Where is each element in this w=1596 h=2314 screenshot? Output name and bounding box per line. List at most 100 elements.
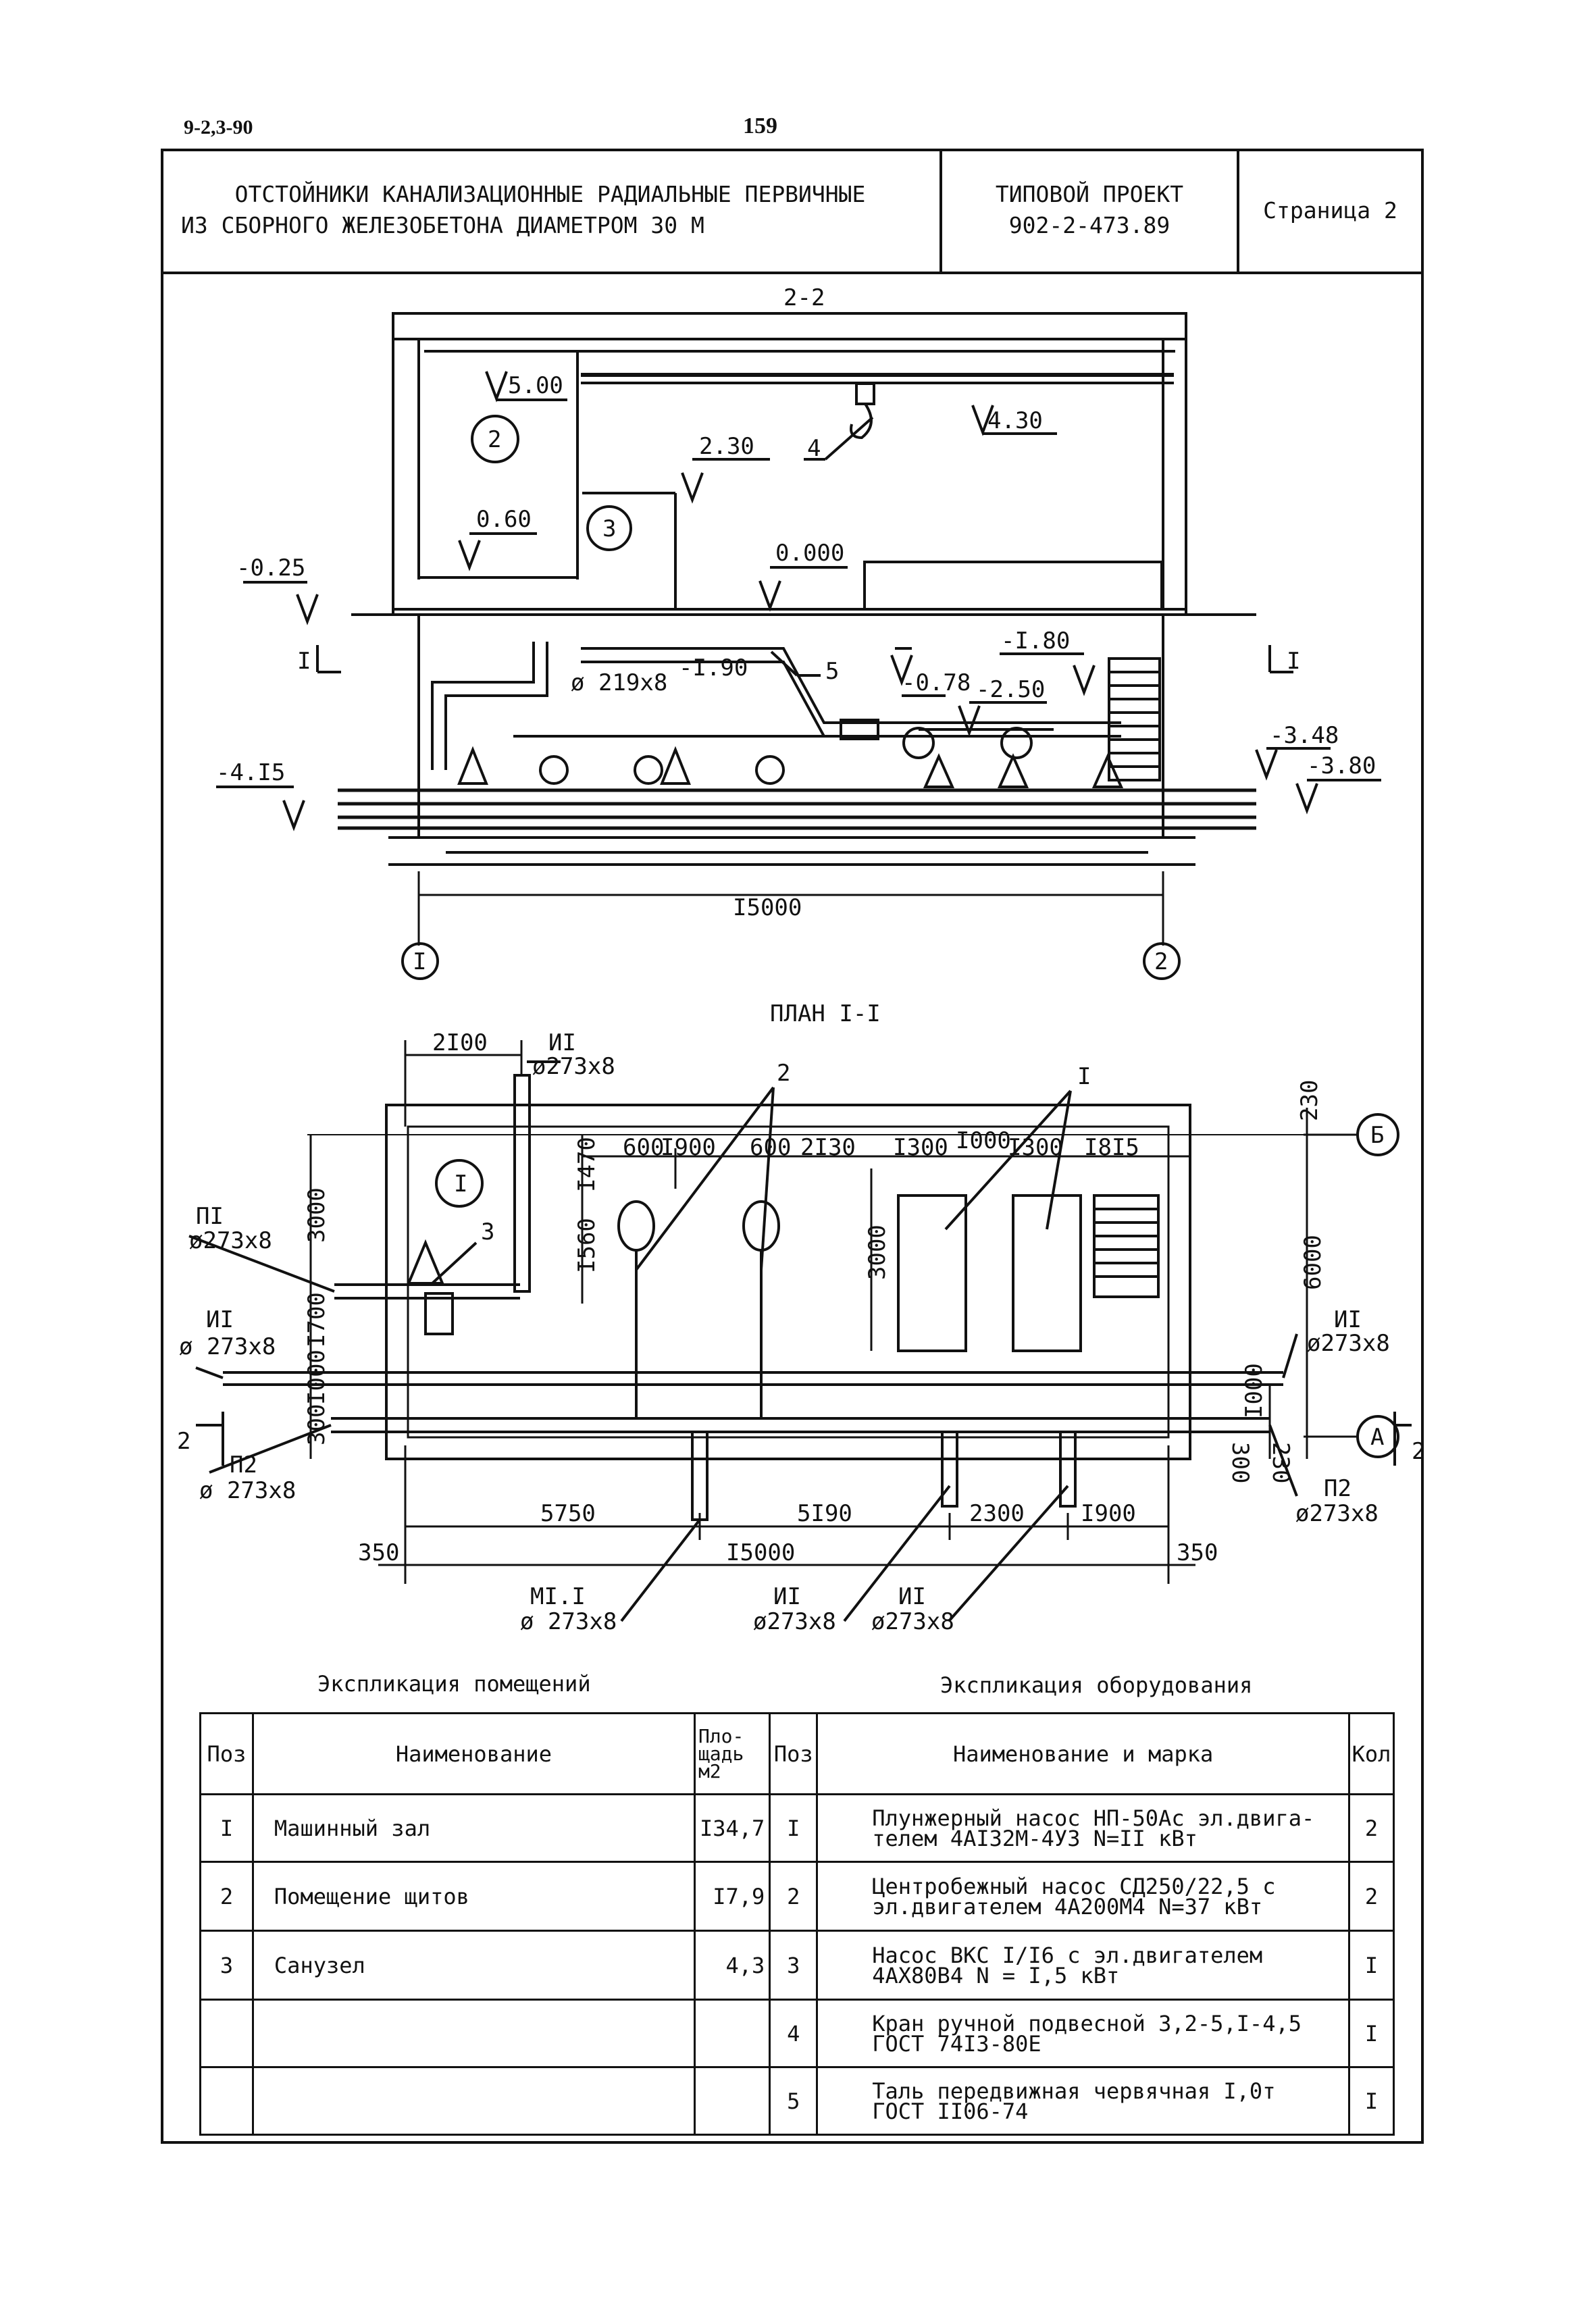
mark-minus-3-80: -3.80 <box>1307 752 1376 779</box>
item-label-4: 4 <box>807 435 821 462</box>
dim-1900: I900 <box>661 1134 716 1161</box>
dim-350-left: 350 <box>358 1539 399 1566</box>
explication-table: Поз Наименование Пло- щадь м2 Поз Наимен… <box>199 1712 1395 2136</box>
equipment-table-caption: Экспликация оборудования <box>940 1672 1253 1698</box>
pipe-i1-left-size: ø 273x8 <box>179 1333 276 1360</box>
dim-right-6000: 6000 <box>1299 1235 1327 1290</box>
room-pos <box>199 1999 254 2068</box>
equip-name: Насос ВКС I/I6 с эл.двигателем 4АХ80В4 N… <box>816 1930 1350 2001</box>
dim-inner-1560: I560 <box>573 1218 600 1273</box>
title-line1: ОТСТОЙНИКИ КАНАЛИЗАЦИОННЫЕ РАДИАЛЬНЫЕ ПЕ… <box>234 181 866 207</box>
equip-name-l1: Центробежный насос СД250/22,5 с <box>872 1873 1276 1899</box>
pipe-i1-left-name: ИI <box>206 1306 234 1333</box>
pipe-p2-right-name: П2 <box>1324 1475 1352 1502</box>
pipe-i1-top-name: ИI <box>548 1029 576 1056</box>
pipe-i1-b1-size: ø273x8 <box>753 1608 836 1635</box>
room-pos: 3 <box>199 1930 254 2001</box>
equip-name: Кран ручной подвесной 3,2-5,I-4,5 ГОСТ 7… <box>816 1999 1350 2068</box>
pipe-m1-size: ø 273x8 <box>520 1608 617 1635</box>
sheet-frame <box>161 149 1424 2144</box>
equip-header-qty: Кол <box>1348 1712 1395 1795</box>
table-row: 2 Помещение щитов I7,9 2 Центробежный на… <box>199 1861 1395 1932</box>
dim-right-230b: 230 <box>1267 1442 1294 1483</box>
axis-b: Б <box>1370 1122 1384 1149</box>
dim-1000: I000 <box>956 1127 1011 1154</box>
equip-name-l1: Таль передвижная червячная I,0т <box>872 2078 1276 2104</box>
title-cell: ОТСТОЙНИКИ КАНАЛИЗАЦИОННЫЕ РАДИАЛЬНЫЕ ПЕ… <box>161 149 942 272</box>
mark-minus-1-90: -I.90 <box>679 654 748 682</box>
plan-item-label-1: I <box>1077 1063 1091 1090</box>
plan-drawing: ПЛАН I-I 2I00 600 I900 600 2I30 I300 I00… <box>177 1000 1425 1635</box>
plan-item-label-2: 2 <box>777 1060 790 1087</box>
mark-4-30: 4.30 <box>987 407 1043 434</box>
equip-name-l2: ГОСТ 74I3-80Е <box>872 2030 1041 2057</box>
title-line2: ИЗ СБОРНОГО ЖЕЛЕЗОБЕТОНА ДИАМЕТРОМ 30 М <box>181 212 704 238</box>
room-name: Санузел <box>251 1930 696 2001</box>
equip-header-pos: Поз <box>769 1712 819 1795</box>
room-area: I34,7 <box>693 1793 771 1863</box>
mark-0-60: 0.60 <box>476 506 532 533</box>
plan-room-label-1: I <box>454 1171 467 1198</box>
dim-right-300: 300 <box>1227 1442 1254 1483</box>
equip-name-l1: Насос ВКС I/I6 с эл.двигателем <box>872 1942 1263 1968</box>
section-title: 2-2 <box>783 284 825 311</box>
pipe-i1-top-size: ø273x8 <box>532 1053 615 1080</box>
mark-minus-2-50: -2.50 <box>976 676 1045 703</box>
room-pos: 2 <box>199 1861 254 1932</box>
dim-1815: I8I5 <box>1084 1134 1139 1161</box>
room-area <box>693 2066 771 2136</box>
sheet-cell: Страница 2 <box>1239 149 1421 272</box>
title-block: ОТСТОЙНИКИ КАНАЛИЗАЦИОННЫЕ РАДИАЛЬНЫЕ ПЕ… <box>161 149 1424 274</box>
equip-name: Таль передвижная червячная I,0т ГОСТ II0… <box>816 2066 1350 2136</box>
dim-left-1000: I000 <box>303 1349 330 1405</box>
table-row: 4 Кран ручной подвесной 3,2-5,I-4,5 ГОСТ… <box>199 1999 1395 2068</box>
equip-header-name: Наименование и марка <box>816 1712 1350 1795</box>
dim-1900b: I900 <box>1081 1500 1136 1527</box>
pipe-p2-left-size: ø 273x8 <box>199 1477 296 1504</box>
pipe-p1-size: ø273x8 <box>189 1227 272 1254</box>
equip-qty: I <box>1348 2066 1395 2136</box>
equip-pos: 3 <box>769 1930 819 2001</box>
mark-0-000: 0.000 <box>775 540 844 567</box>
rooms-header-area-l2: щадь <box>698 1742 744 1765</box>
project-line1: ТИПОВОЙ ПРОЕКТ <box>995 181 1184 207</box>
mark-minus-0-25: -0.25 <box>236 555 305 582</box>
mark-minus-1-80: -I.80 <box>1001 627 1070 654</box>
table-row: I Машинный зал I34,7 I Плунжерный насос … <box>199 1793 1395 1863</box>
project-cell: ТИПОВОЙ ПРОЕКТ 902-2-473.89 <box>942 149 1239 272</box>
equip-name-l1: Кран ручной подвесной 3,2-5,I-4,5 <box>872 2010 1302 2036</box>
equip-name-l2: эл.двигателем 4А200М4 N=37 кВт <box>872 1893 1263 1920</box>
equip-pos: 4 <box>769 1999 819 2068</box>
dim-left-3000: 3000 <box>303 1187 330 1243</box>
section-span: I5000 <box>733 894 802 921</box>
equip-qty: I <box>1348 1999 1395 2068</box>
room-area: I7,9 <box>693 1861 771 1932</box>
pipe-i1-b2-name: ИI <box>898 1583 926 1610</box>
dim-inner-1470: I470 <box>573 1137 600 1192</box>
equip-pos: I <box>769 1793 819 1863</box>
equip-pos: 2 <box>769 1861 819 1932</box>
room-name: Машинный зал <box>251 1793 696 1863</box>
pipe-i1-b2-size: ø273x8 <box>871 1608 954 1635</box>
pipe-p1-name: ПI <box>196 1203 224 1230</box>
section-drawing: 2-2 5.00 4.30 2.30 0.60 -0.25 0.000 -I.8… <box>216 284 1381 980</box>
cut-mark-left: I <box>297 648 311 675</box>
dim-350-right: 350 <box>1177 1539 1218 1566</box>
equip-pos: 5 <box>769 2066 819 2136</box>
room-label-2: 2 <box>488 426 501 453</box>
room-name <box>251 1999 696 2068</box>
rooms-header-area-l1: Пло- <box>698 1724 744 1747</box>
rooms-header-name: Наименование <box>251 1712 696 1795</box>
pipe-i1-b1-name: ИI <box>773 1583 801 1610</box>
dim-right-230a: 230 <box>1296 1080 1323 1121</box>
dim-right-1000: I000 <box>1241 1363 1268 1418</box>
plan-cut-left: 2 <box>177 1428 190 1455</box>
doc-code: 9-2,3-90 <box>184 116 253 138</box>
equip-qty: 2 <box>1348 1861 1395 1932</box>
dim-1300b: I300 <box>1008 1134 1063 1161</box>
table-row: 5 Таль передвижная червячная I,0т ГОСТ I… <box>199 2066 1395 2136</box>
room-pos: I <box>199 1793 254 1863</box>
equip-qty: 2 <box>1348 1793 1395 1863</box>
mark-minus-3-48: -3.48 <box>1270 722 1339 749</box>
dim-overall-15000: I5000 <box>726 1539 795 1566</box>
